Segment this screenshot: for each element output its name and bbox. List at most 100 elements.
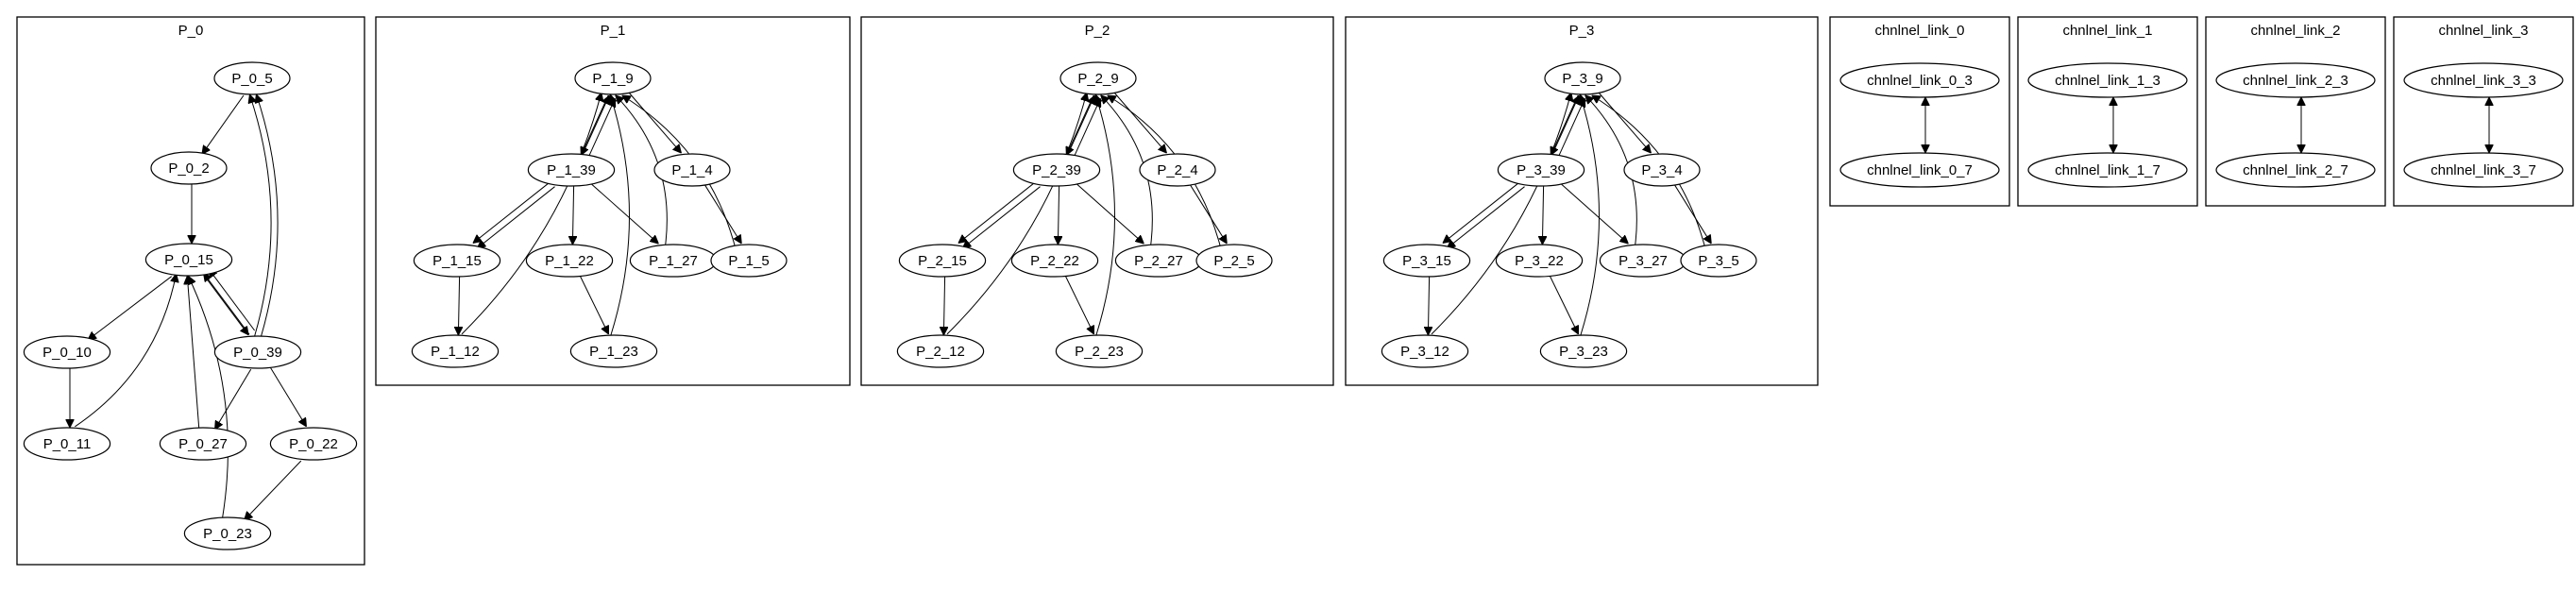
cluster-box bbox=[2393, 16, 2574, 207]
edge-P_1_39-to-P_1_15 bbox=[473, 180, 551, 243]
cluster-P_3: P_3 bbox=[1345, 16, 1819, 386]
node-P_0_27[interactable]: P_0_27 bbox=[159, 427, 247, 461]
node-P_0_23[interactable]: P_0_23 bbox=[183, 516, 272, 550]
node-P_1_5[interactable]: P_1_5 bbox=[710, 244, 788, 278]
node-ellipse bbox=[2027, 152, 2188, 188]
edge-P_3_15-to-P_3_12 bbox=[1428, 277, 1429, 335]
node-P_2_12[interactable]: P_2_12 bbox=[896, 334, 985, 368]
edge-P_2_9-to-P_2_39 bbox=[1066, 94, 1094, 156]
cluster-box bbox=[1345, 16, 1819, 386]
edge-P_1_12-to-P_1_9 bbox=[461, 93, 602, 335]
node-P_3_39[interactable]: P_3_39 bbox=[1497, 153, 1585, 187]
edge-P_1_23-to-P_1_9 bbox=[610, 94, 630, 336]
node-ellipse bbox=[1055, 334, 1144, 368]
edge-P_3_39-to-P_3_22 bbox=[1542, 186, 1543, 245]
node-P_0_22[interactable]: P_0_22 bbox=[269, 427, 358, 461]
cluster-box bbox=[375, 16, 851, 386]
node-P_2_5[interactable]: P_2_5 bbox=[1195, 244, 1273, 278]
edge-P_2_39-to-P_2_22 bbox=[1058, 186, 1059, 245]
node-label: P_0_27 bbox=[178, 436, 228, 452]
node-P_2_15[interactable]: P_2_15 bbox=[898, 244, 987, 278]
node-P_2_23[interactable]: P_2_23 bbox=[1055, 334, 1144, 368]
node-P_3_22[interactable]: P_3_22 bbox=[1495, 244, 1584, 278]
node-chnlnel_link_2_7[interactable]: chnlnel_link_2_7 bbox=[2215, 152, 2376, 188]
node-ellipse bbox=[1623, 153, 1701, 187]
node-P_2_39[interactable]: P_2_39 bbox=[1012, 153, 1101, 187]
node-ellipse bbox=[2215, 152, 2376, 188]
node-label: P_2_12 bbox=[916, 344, 965, 360]
node-label: P_0_15 bbox=[164, 252, 213, 268]
node-ellipse bbox=[2403, 152, 2564, 188]
cluster-label: P_3 bbox=[1569, 23, 1595, 39]
edge-P_2_39-to-P_2_15 bbox=[962, 186, 1041, 248]
node-P_3_15[interactable]: P_3_15 bbox=[1382, 244, 1471, 278]
node-P_2_4[interactable]: P_2_4 bbox=[1139, 153, 1216, 187]
node-P_3_27[interactable]: P_3_27 bbox=[1599, 244, 1687, 278]
node-ellipse bbox=[213, 61, 291, 95]
node-P_2_9[interactable]: P_2_9 bbox=[1059, 61, 1137, 95]
node-P_0_11[interactable]: P_0_11 bbox=[23, 427, 111, 461]
node-P_3_9[interactable]: P_3_9 bbox=[1544, 61, 1621, 95]
node-P_0_5[interactable]: P_0_5 bbox=[213, 61, 291, 95]
edge-P_3_12-to-P_3_9 bbox=[1431, 93, 1571, 335]
node-P_1_23[interactable]: P_1_23 bbox=[569, 334, 658, 368]
edge-P_0_39-to-P_0_27 bbox=[215, 368, 252, 430]
cluster-label: chnlnel_link_3 bbox=[2438, 23, 2528, 39]
node-ellipse bbox=[213, 335, 302, 369]
node-P_3_5[interactable]: P_3_5 bbox=[1680, 244, 1757, 278]
node-label: P_2_15 bbox=[918, 253, 967, 269]
node-label: P_3_27 bbox=[1618, 253, 1668, 269]
edge-P_1_39-to-P_1_15 bbox=[477, 186, 555, 248]
node-chnlnel_link_1_3[interactable]: chnlnel_link_1_3 bbox=[2027, 62, 2188, 98]
node-P_1_39[interactable]: P_1_39 bbox=[527, 153, 616, 187]
node-chnlnel_link_2_3[interactable]: chnlnel_link_2_3 bbox=[2215, 62, 2376, 98]
node-ellipse bbox=[159, 427, 247, 461]
node-ellipse bbox=[1139, 153, 1216, 187]
node-ellipse bbox=[150, 151, 228, 185]
node-ellipse bbox=[413, 244, 501, 278]
node-P_0_2[interactable]: P_0_2 bbox=[150, 151, 228, 185]
node-P_1_9[interactable]: P_1_9 bbox=[574, 61, 652, 95]
node-P_0_10[interactable]: P_0_10 bbox=[23, 335, 111, 369]
node-P_1_12[interactable]: P_1_12 bbox=[411, 334, 500, 368]
edge-P_2_39-to-P_2_9 bbox=[1066, 95, 1094, 157]
node-P_1_27[interactable]: P_1_27 bbox=[629, 244, 718, 278]
edge-P_1_39-to-P_1_27 bbox=[589, 182, 659, 244]
node-P_1_15[interactable]: P_1_15 bbox=[413, 244, 501, 278]
edge-P_3_4-to-P_3_5 bbox=[1673, 183, 1712, 244]
node-label: chnlnel_link_3_7 bbox=[2431, 162, 2536, 178]
edge-P_3_22-to-P_3_23 bbox=[1549, 275, 1579, 334]
node-P_3_12[interactable]: P_3_12 bbox=[1381, 334, 1469, 368]
edge-P_0_15-to-P_0_10 bbox=[88, 276, 173, 340]
cluster-box bbox=[16, 16, 365, 566]
node-P_2_27[interactable]: P_2_27 bbox=[1114, 244, 1203, 278]
node-label: P_0_10 bbox=[42, 345, 92, 361]
node-P_3_23[interactable]: P_3_23 bbox=[1539, 334, 1628, 368]
node-P_3_4[interactable]: P_3_4 bbox=[1623, 153, 1701, 187]
edge-P_1_4-to-P_1_5 bbox=[703, 183, 742, 244]
edge-P_0_22-to-P_0_23 bbox=[245, 460, 302, 520]
node-label: P_1_4 bbox=[671, 162, 712, 178]
edge-P_3_39-to-P_3_9 bbox=[1557, 98, 1585, 160]
node-ellipse bbox=[2403, 62, 2564, 98]
node-chnlnel_link_0_7[interactable]: chnlnel_link_0_7 bbox=[1839, 152, 2000, 188]
cluster-P_0: P_0 bbox=[16, 16, 365, 566]
cluster-label: P_0 bbox=[178, 23, 204, 39]
edge-P_2_39-to-P_2_27 bbox=[1075, 182, 1144, 244]
node-chnlnel_link_3_3[interactable]: chnlnel_link_3_3 bbox=[2403, 62, 2564, 98]
node-P_1_4[interactable]: P_1_4 bbox=[653, 153, 731, 187]
edge-P_0_39-to-P_0_22 bbox=[269, 365, 307, 427]
node-label: chnlnel_link_2_7 bbox=[2243, 162, 2348, 178]
nodes-layer: P_0_5P_0_2P_0_15P_0_10 P_0_39P_0_11 P_0_27… bbox=[23, 61, 2564, 550]
node-label: P_1_39 bbox=[547, 162, 596, 178]
node-chnlnel_link_1_7[interactable]: chnlnel_link_1_7 bbox=[2027, 152, 2188, 188]
node-ellipse bbox=[411, 334, 500, 368]
node-chnlnel_link_3_7[interactable]: chnlnel_link_3_7 bbox=[2403, 152, 2564, 188]
node-P_0_39[interactable]: P_0_39 bbox=[213, 335, 302, 369]
node-chnlnel_link_0_3[interactable]: chnlnel_link_0_3 bbox=[1839, 62, 2000, 98]
node-P_2_22[interactable]: P_2_22 bbox=[1010, 244, 1099, 278]
node-P_1_22[interactable]: P_1_22 bbox=[525, 244, 614, 278]
node-P_0_15[interactable]: P_0_15 bbox=[144, 243, 233, 277]
cluster-box bbox=[2017, 16, 2198, 207]
